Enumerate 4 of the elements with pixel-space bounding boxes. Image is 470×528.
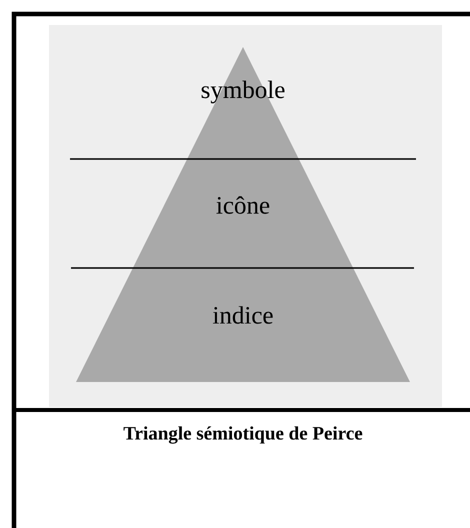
tier-label: icône xyxy=(216,196,270,214)
caption: Triangle sémiotique de Peirce xyxy=(124,426,362,444)
tier-label: indice xyxy=(212,306,273,324)
tier-label: symbole xyxy=(202,80,284,104)
